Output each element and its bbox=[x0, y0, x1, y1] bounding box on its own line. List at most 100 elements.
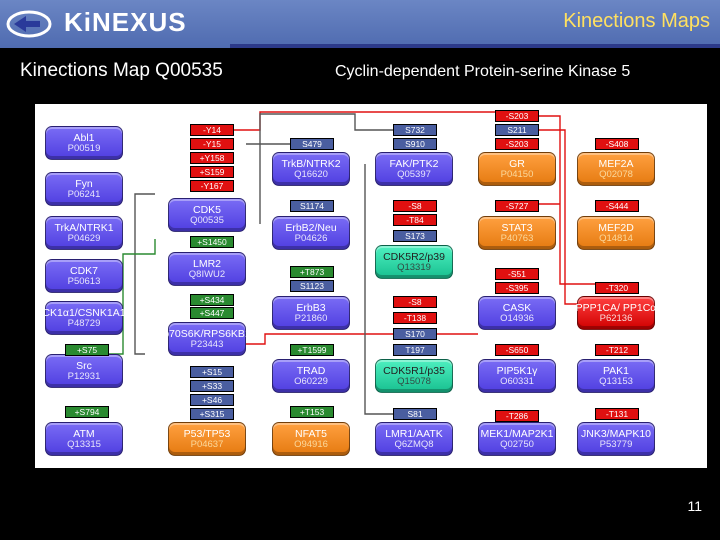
node-name: TrkA/NTRK1 bbox=[54, 221, 114, 234]
node-accession: Q02078 bbox=[599, 168, 633, 180]
node-name: CASK bbox=[502, 301, 532, 314]
node-accession: P50613 bbox=[67, 275, 101, 287]
node-name: CDK5R2/p39 bbox=[383, 250, 445, 263]
site-s_s203a: -S203 bbox=[495, 110, 539, 122]
site-s_t873: +T873 bbox=[290, 266, 334, 278]
node-accession: Q05397 bbox=[397, 168, 431, 180]
site-s_s732: S732 bbox=[393, 124, 437, 136]
node-accession: P23443 bbox=[190, 338, 224, 350]
node-name: LMR2 bbox=[192, 257, 221, 270]
node-name: FAK/PTK2 bbox=[389, 157, 439, 170]
page-number: 11 bbox=[687, 498, 702, 514]
site-s_t131: -T131 bbox=[595, 408, 639, 420]
header-bar: KiNEXUS Kinections Maps bbox=[0, 0, 720, 48]
node-accession: Q00535 bbox=[190, 214, 224, 226]
node-accession: P53779 bbox=[599, 438, 633, 450]
node-accession: Q13315 bbox=[67, 438, 101, 450]
site-s_s8a: -S8 bbox=[393, 200, 437, 212]
site-s_s211: S211 bbox=[495, 124, 539, 136]
site-s_s159: +S159 bbox=[190, 166, 234, 178]
node-name: CDK5 bbox=[192, 203, 221, 216]
node-name: Fyn bbox=[75, 177, 93, 190]
node-name: Abl1 bbox=[73, 131, 95, 144]
node-accession: P62136 bbox=[599, 312, 633, 324]
node-name: MEK1/MAP2K1 bbox=[480, 427, 554, 440]
site-s_s33: +S33 bbox=[190, 380, 234, 392]
site-s_s444: -S444 bbox=[595, 200, 639, 212]
site-s_t320b: -T320 bbox=[595, 282, 639, 294]
node-accession: Q15078 bbox=[397, 375, 431, 387]
node-accession: P04629 bbox=[67, 232, 101, 244]
site-s_y158: +Y158 bbox=[190, 152, 234, 164]
node-accession: O14936 bbox=[500, 312, 534, 324]
node-name: NFAT5 bbox=[295, 427, 327, 440]
node-name: JNK3/MAPK10 bbox=[580, 427, 652, 440]
site-s_s15: +S15 bbox=[190, 366, 234, 378]
node-accession: P06241 bbox=[67, 188, 101, 200]
site-s_s447: +S447 bbox=[190, 307, 234, 319]
site-s_s727: -S727 bbox=[495, 200, 539, 212]
node-name: STAT3 bbox=[501, 221, 533, 234]
connection-line bbox=[539, 115, 595, 285]
node-accession: Q16620 bbox=[294, 168, 328, 180]
site-s_s51: -S51 bbox=[495, 268, 539, 280]
node-name: ErbB3 bbox=[296, 301, 326, 314]
site-s_s395: -S395 bbox=[495, 282, 539, 294]
node-accession: P04626 bbox=[294, 232, 328, 244]
site-s_s315: +S315 bbox=[190, 408, 234, 420]
node-name: Src bbox=[76, 359, 92, 372]
node-accession: O94916 bbox=[294, 438, 328, 450]
site-s_t1599: +T1599 bbox=[290, 344, 334, 356]
site-s_s434: +S434 bbox=[190, 294, 234, 306]
node-name: MEF2A bbox=[598, 157, 634, 170]
site-s_t197: T197 bbox=[393, 344, 437, 356]
site-s_s170: S170 bbox=[393, 328, 437, 340]
site-s_y14: -Y14 bbox=[190, 124, 234, 136]
site-s_s1174: S1174 bbox=[290, 200, 334, 212]
site-s_s46: +S46 bbox=[190, 394, 234, 406]
node-name: GR bbox=[509, 157, 525, 170]
site-s_t153: +T153 bbox=[290, 406, 334, 418]
site-s_s479: S479 bbox=[290, 138, 334, 150]
node-name: MEF2D bbox=[598, 221, 634, 234]
node-accession: Q13319 bbox=[397, 261, 431, 273]
connection-lines bbox=[109, 111, 595, 415]
connection-line bbox=[259, 113, 393, 224]
protein-name-title: Cyclin-dependent Protein-serine Kinase 5 bbox=[335, 63, 631, 80]
connection-line bbox=[246, 333, 478, 345]
node-name: TrkB/NTRK2 bbox=[281, 157, 341, 170]
node-accession: O60331 bbox=[500, 375, 534, 387]
header-stripe bbox=[230, 44, 720, 48]
node-accession: Q02750 bbox=[500, 438, 534, 450]
site-s_s1123: S1123 bbox=[290, 280, 334, 292]
site-s_t84: -T84 bbox=[393, 214, 437, 226]
node-name: p70S6K/RPS6KB1 bbox=[163, 327, 251, 340]
node-name: ATM bbox=[73, 427, 95, 440]
node-name: PPP1CA/ PP1Cα bbox=[575, 301, 657, 314]
node-name: LMR1/AATK bbox=[385, 427, 443, 440]
node-name: TRAD bbox=[296, 364, 326, 377]
site-s_s81: S81 bbox=[393, 408, 437, 420]
node-accession: P40763 bbox=[500, 232, 534, 244]
node-accession: P04150 bbox=[500, 168, 534, 180]
connection-line bbox=[364, 164, 393, 415]
node-accession: P48729 bbox=[67, 317, 101, 329]
